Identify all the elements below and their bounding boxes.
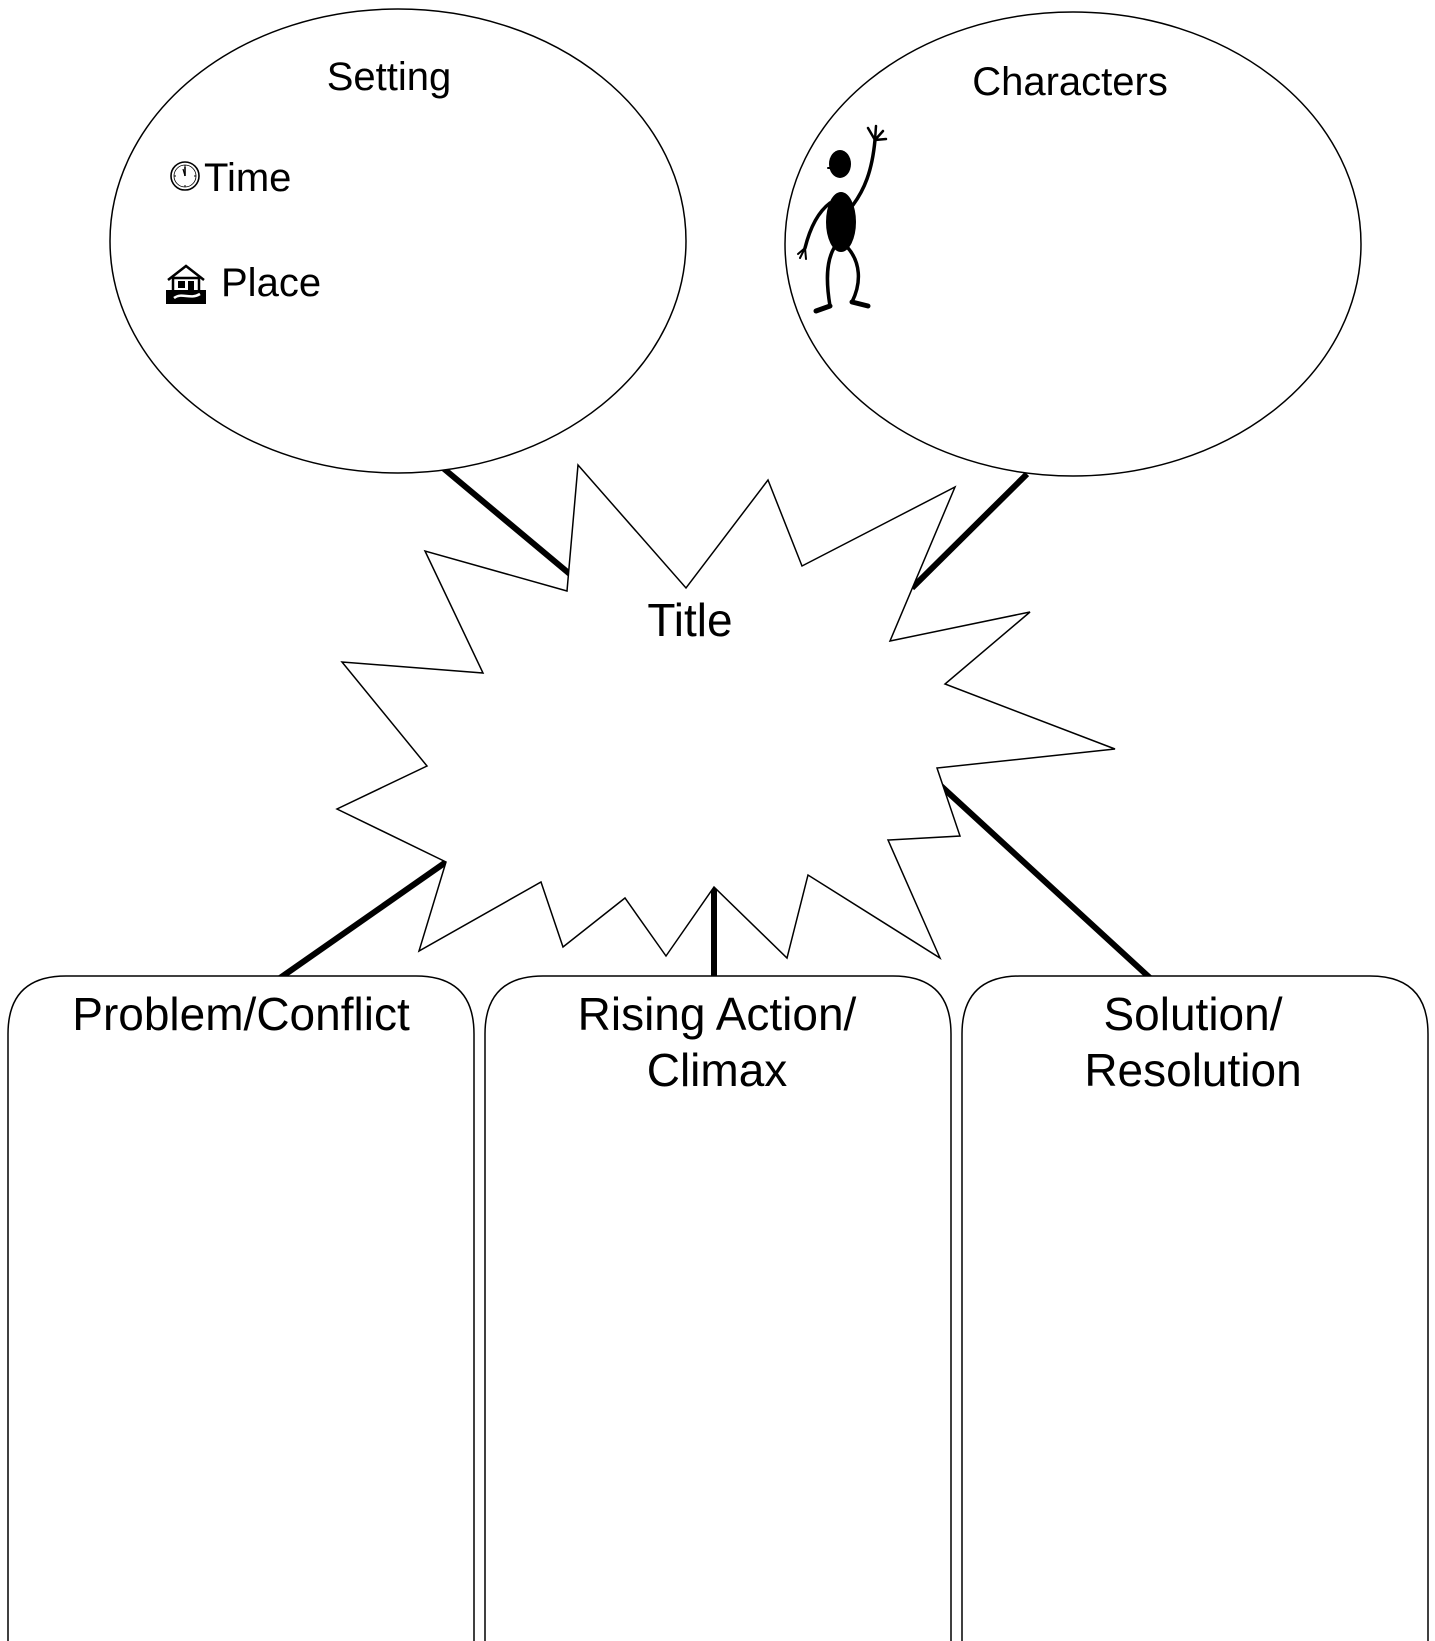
title-star-shape bbox=[335, 463, 1116, 960]
title-label: Title bbox=[647, 594, 732, 646]
characters-ellipse bbox=[784, 11, 1362, 477]
characters-label: Characters bbox=[972, 60, 1168, 104]
problem-box-shape bbox=[7, 975, 475, 1641]
rising-label-line2: Climax bbox=[647, 1044, 788, 1096]
problem-conflict-box: Problem/Conflict bbox=[7, 975, 475, 1641]
solution-label-line2: Resolution bbox=[1084, 1044, 1301, 1096]
title-starburst: Title bbox=[335, 463, 1116, 960]
connector-title-solution bbox=[938, 783, 1153, 981]
solution-label-line1: Solution/ bbox=[1103, 988, 1282, 1040]
rising-action-climax-box: Rising Action/ Climax bbox=[484, 975, 952, 1641]
rising-label-line1: Rising Action/ bbox=[578, 988, 857, 1040]
connector-title-problem bbox=[278, 859, 448, 981]
setting-time-label: Time bbox=[204, 156, 291, 200]
rising-box-shape bbox=[484, 975, 952, 1641]
waving-stick-figure-icon bbox=[797, 124, 888, 314]
setting-place-label: Place bbox=[221, 261, 321, 305]
connector-characters-title bbox=[909, 471, 1030, 591]
solution-box-shape bbox=[961, 975, 1429, 1641]
house-icon bbox=[166, 264, 206, 304]
characters-oval: Characters bbox=[784, 11, 1362, 477]
solution-resolution-box: Solution/ Resolution bbox=[961, 975, 1429, 1641]
connector-setting-title bbox=[441, 465, 573, 578]
setting-label: Setting bbox=[327, 55, 452, 99]
setting-ellipse bbox=[109, 8, 687, 474]
clock-icon bbox=[170, 161, 200, 191]
problem-label: Problem/Conflict bbox=[72, 988, 410, 1040]
setting-oval: Setting Time Place bbox=[109, 8, 687, 474]
connector-lines bbox=[278, 465, 1153, 981]
